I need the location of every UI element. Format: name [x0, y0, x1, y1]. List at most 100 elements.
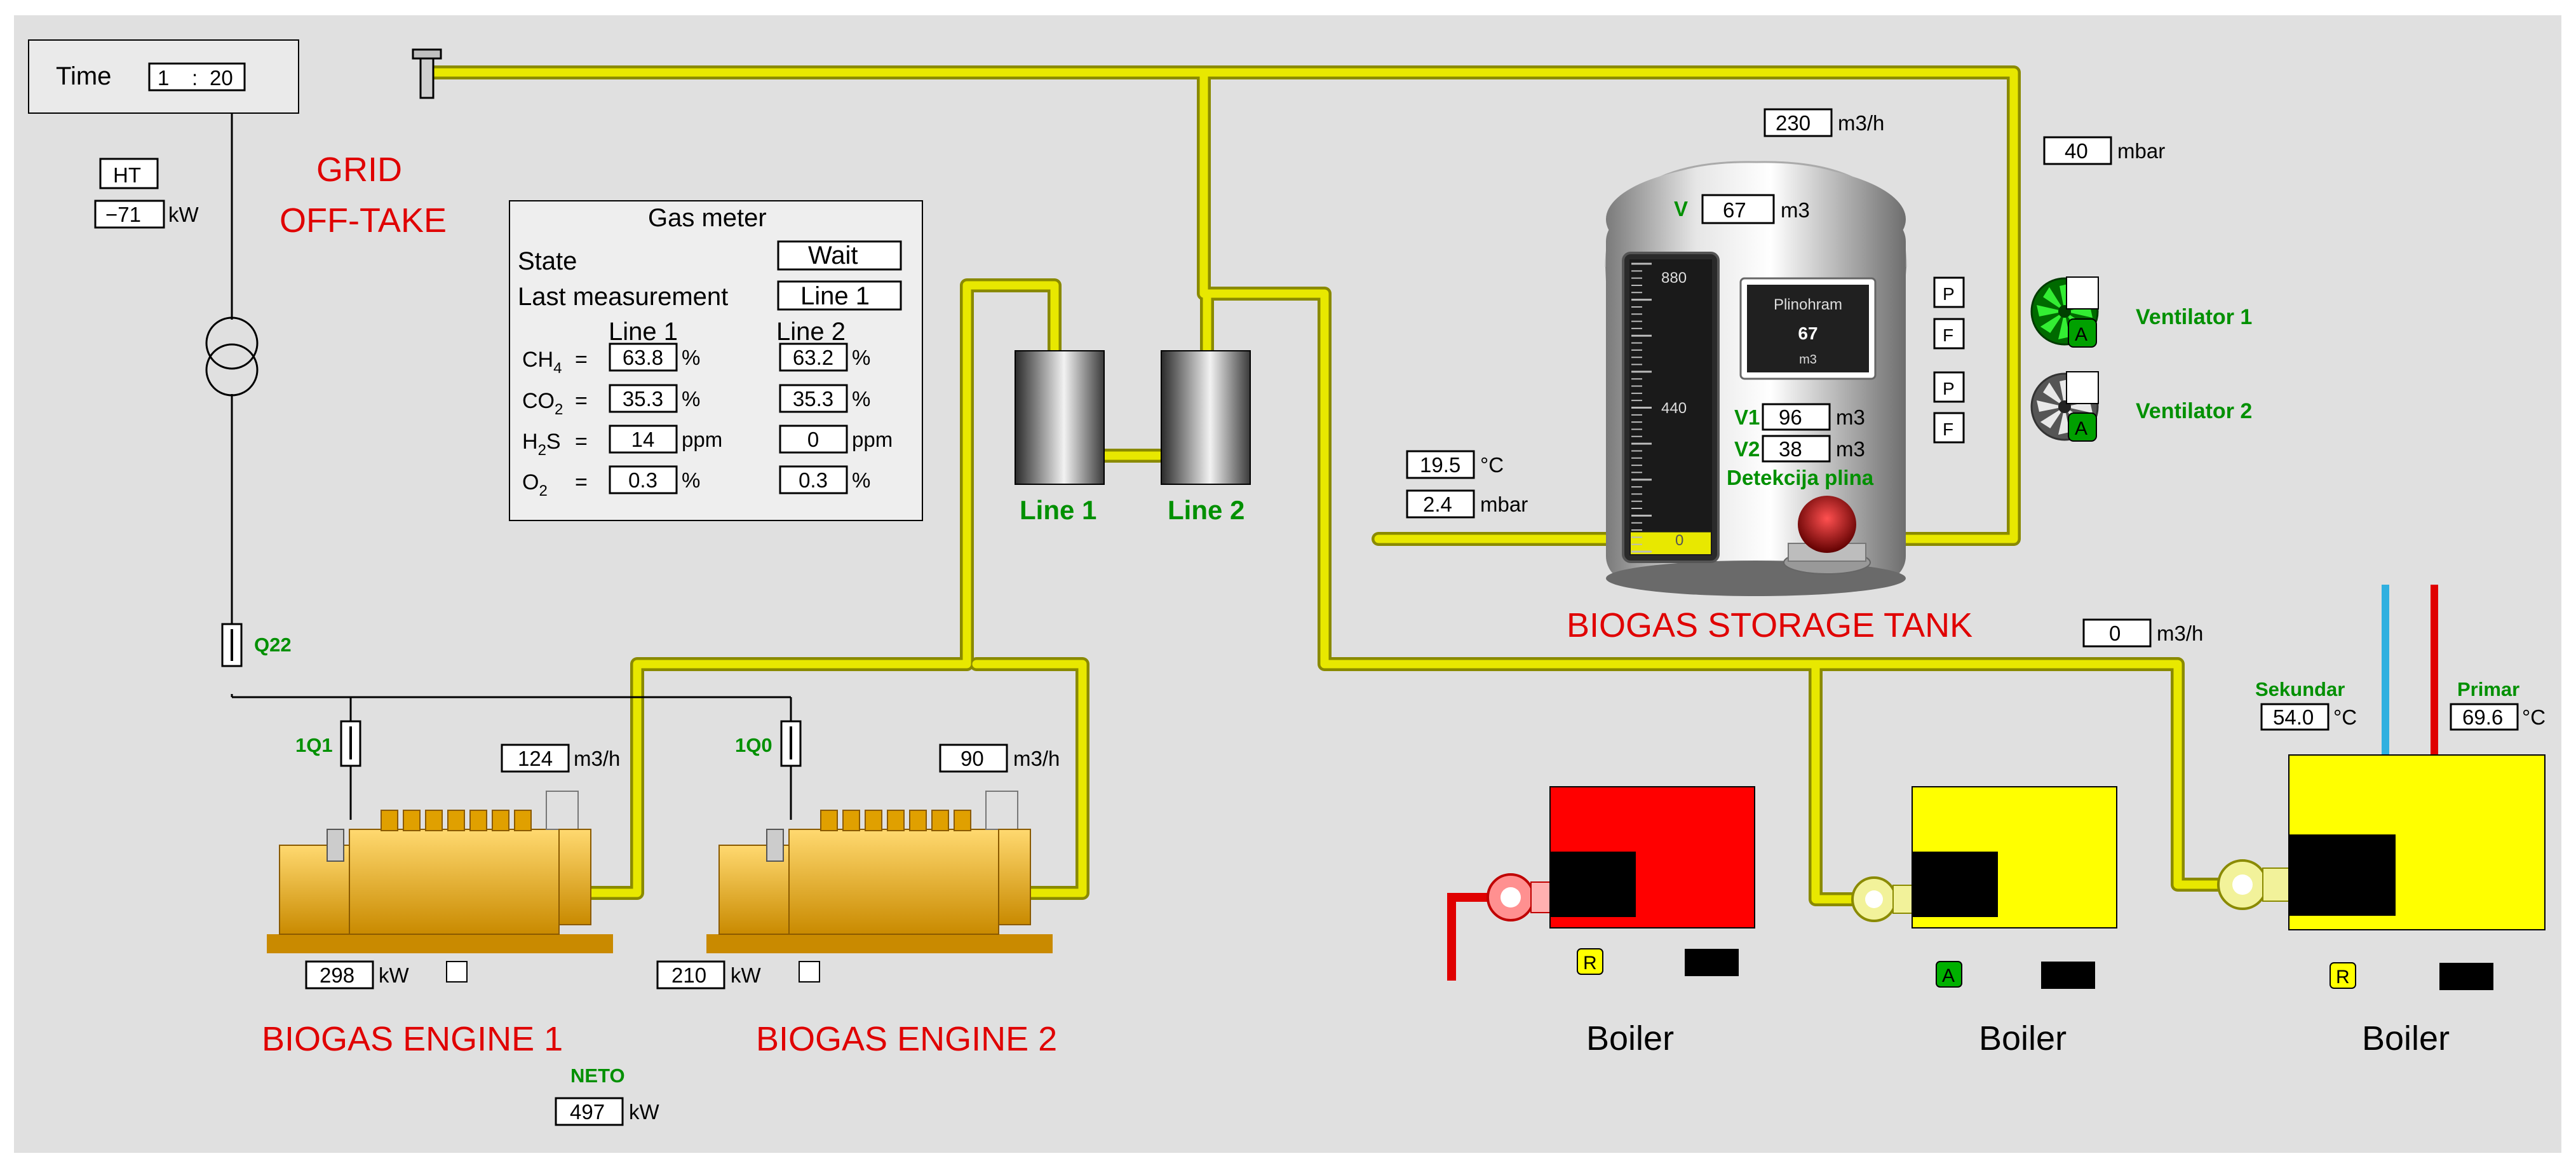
- ht-label-box: [99, 158, 159, 189]
- engine1-icon[interactable]: [267, 791, 613, 953]
- boiler2-mode-badge: A: [1936, 961, 1962, 988]
- gas-meter-unit: %: [852, 346, 870, 369]
- time-label: Time: [56, 62, 111, 90]
- breaker-q22-icon[interactable]: [221, 623, 243, 667]
- engine2-power-unit: kW: [731, 963, 762, 987]
- tank-v2-value: 38: [1779, 437, 1802, 461]
- engine1-breaker-icon[interactable]: [340, 720, 361, 767]
- gas-meter-unit: ppm: [852, 428, 893, 451]
- tank-v1-unit: m3: [1836, 405, 1865, 429]
- tank-temp-unit: °C: [1480, 453, 1504, 477]
- gas-meter-col1-header: Line 1: [609, 318, 678, 346]
- tank-pressure-field: [1406, 489, 1475, 519]
- gas-meter-line1-value: 0.3: [628, 468, 657, 492]
- sekundar-temp-field: [2260, 703, 2330, 731]
- gas-meter-line1-field: [609, 425, 678, 454]
- display-title: Plinohram: [1774, 296, 1842, 313]
- fan-blade: [2043, 382, 2065, 407]
- svg-text:F: F: [1943, 419, 1953, 439]
- tank-temp-value: 19.5: [1420, 453, 1460, 477]
- boiler3-status-indicator: [2439, 963, 2493, 990]
- gas-meter-col2-header: Line 2: [776, 318, 846, 346]
- gas-meter-state-field: [777, 240, 902, 271]
- gas-meter-line2-field: [779, 343, 848, 372]
- gas-label-tail: S: [546, 430, 561, 454]
- gas-meter-unit: %: [852, 468, 870, 492]
- engine1-flow-field: [501, 744, 570, 773]
- biogas-storage-tank: V 67 m3 880 440 0 Plinohram 67 m3 V1 96 …: [1567, 161, 1972, 644]
- tank-volume-label: V: [1674, 197, 1688, 221]
- gas-detection-label: Detekcija plina: [1727, 466, 1874, 489]
- filter-line2-icon[interactable]: [1161, 350, 1251, 485]
- engine2-icon[interactable]: [706, 791, 1053, 953]
- tank-flow-unit: m3/h: [1838, 111, 1884, 135]
- secondary-water-pipe: [2382, 585, 2389, 756]
- gas-label-main: H: [522, 430, 538, 454]
- fan-blade: [2040, 311, 2065, 333]
- boiler1-status-indicator: [1685, 949, 1739, 976]
- gauge-mid-label: 440: [1661, 400, 1687, 417]
- boiler2-burner-icon[interactable]: [1851, 876, 1913, 922]
- engine1-checkbox[interactable]: [446, 961, 468, 983]
- ventilator1-auto-badge: A: [2068, 318, 2097, 348]
- sekundar-label: Sekundar: [2255, 678, 2345, 700]
- biogas-engine-2: 1Q0 90 m3/h 210 kW BIOGAS ENGINE 2: [656, 697, 1060, 1058]
- gas-meter-line2-field: [779, 425, 848, 454]
- grid-title-line2: OFF-TAKE: [280, 201, 447, 240]
- tank-v1-field: [1762, 403, 1831, 431]
- grid-power-value: −71: [105, 203, 141, 226]
- filter-line1-icon[interactable]: [1015, 350, 1105, 485]
- neto-label: NETO: [570, 1064, 625, 1087]
- boiler-flow-field: [2082, 618, 2152, 648]
- engine1-flow-unit: m3/h: [574, 747, 620, 770]
- gas-meter-row-label: CH4: [522, 348, 562, 377]
- tank-v2-field: [1762, 435, 1831, 463]
- svg-text:P: P: [1943, 379, 1955, 398]
- ventilators-section: 40 mbar P F A Ventilator 1: [1933, 136, 2252, 444]
- time-minutes: 20: [210, 66, 233, 90]
- flare-valve-icon[interactable]: [412, 48, 442, 99]
- neto-value: 497: [570, 1100, 605, 1124]
- engine2-flow-value: 90: [961, 747, 984, 770]
- fan-blade: [2058, 311, 2070, 339]
- transformer-icon[interactable]: [205, 316, 259, 397]
- tank-v1-label: V1: [1734, 405, 1760, 429]
- boiler-flow-unit: m3/h: [2157, 622, 2203, 645]
- filter-line1-label: Line 1: [1020, 495, 1096, 525]
- svg-text:P: P: [1943, 284, 1955, 304]
- svg-text:F: F: [1943, 325, 1953, 345]
- gas-label-main: CH: [522, 348, 553, 372]
- engine2-checkbox[interactable]: [799, 961, 820, 983]
- grid-power-field: [94, 200, 165, 229]
- biogas-engine-1: 1Q1 124 m3/h 298 kW BIOGAS ENGINE 1: [262, 697, 620, 1058]
- display-unit: m3: [1799, 353, 1817, 367]
- fan-blade: [2037, 305, 2065, 316]
- gas-meter-row-label: CO2: [522, 389, 563, 418]
- ventilator1-checkbox[interactable]: [2066, 276, 2099, 309]
- gas-label-main: O: [522, 470, 539, 494]
- boiler1-burner-icon[interactable]: [1487, 873, 1556, 922]
- tank-volume-field: [1701, 194, 1775, 224]
- gas-meter-line2-field: [779, 465, 848, 494]
- ventilator1-p-button[interactable]: P: [1933, 276, 1965, 308]
- tank-pressure-unit: mbar: [1480, 493, 1528, 516]
- gas-meter-row-label: O2: [522, 470, 548, 500]
- engine1-flow-value: 124: [518, 747, 553, 770]
- gas-meter-line1-field: [609, 465, 678, 494]
- ventilator2-f-button[interactable]: F: [1933, 412, 1965, 444]
- filter-line2-label: Line 2: [1168, 495, 1244, 525]
- ventilator2-checkbox[interactable]: [2066, 371, 2099, 404]
- fan-blade: [2040, 407, 2065, 428]
- ventilator2-p-button[interactable]: P: [1933, 371, 1965, 403]
- engine1-title: BIOGAS ENGINE 1: [262, 1020, 563, 1058]
- boiler3-burner-icon[interactable]: [2217, 859, 2290, 910]
- engine2-breaker-icon[interactable]: [780, 720, 802, 767]
- gas-label-subscript: 4: [553, 360, 562, 377]
- ventilator2-auto-badge: A: [2068, 412, 2097, 442]
- tank-level-gauge: 880 440 0: [1622, 252, 1720, 563]
- tank-v2-unit: m3: [1836, 437, 1865, 461]
- ventilator1-f-button[interactable]: F: [1933, 318, 1965, 350]
- gas-meter-row-label: H2S: [522, 430, 561, 459]
- gas-meter-equals: =: [575, 389, 588, 413]
